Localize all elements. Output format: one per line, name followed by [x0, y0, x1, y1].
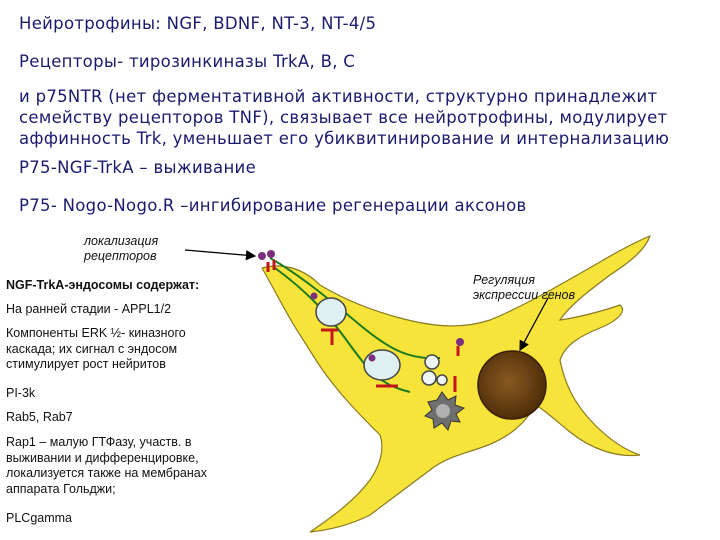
- nucleus: [477, 350, 547, 420]
- endosome-vesicle: [421, 370, 437, 386]
- gene-regulation-label: Регуляция экспрессии генов: [473, 273, 576, 302]
- axon-line: [269, 257, 441, 360]
- endosome-vesicle: [315, 297, 347, 327]
- endosome-item: PLCgamma: [6, 511, 72, 525]
- axon-line: [274, 267, 411, 393]
- golgi-icon: [424, 391, 466, 431]
- endosome-item: Rab5, Rab7: [6, 410, 73, 424]
- p75-line-1: и p75NTR (нет ферментативной активности,…: [19, 87, 658, 106]
- neurotrophins-line: Нейротрофины: NGF, BDNF, NT-3, NT-4/5: [19, 14, 377, 33]
- p75-line-2: семейству рецепторов TNF), связывает все…: [19, 108, 668, 127]
- receptors-line: Рецепторы- тирозинкиназы TrkA, B, C: [19, 52, 356, 71]
- receptor-pointer-arrow: [184, 249, 257, 261]
- endosome-item: PI-3k: [6, 386, 36, 400]
- endosomes-title: NGF-TrkA-эндосомы содержат:: [6, 278, 200, 292]
- endosome-vesicle: [424, 354, 440, 370]
- p75-line-3: аффинность Trk, уменьшает его убиквитини…: [19, 129, 670, 148]
- endosome-vesicle: [363, 349, 401, 381]
- gene-pointer-arrow: [519, 297, 549, 352]
- endosome-vesicle: [436, 374, 448, 386]
- endosome-item: На ранней стадии - APPL1/2: [6, 302, 172, 316]
- survival-line: P75-NGF-TrkA – выживание: [19, 158, 257, 177]
- nogo-line: P75- Nogo-Nogo.R –ингибирование регенера…: [19, 196, 527, 215]
- receptor-label: локализация рецепторов: [84, 234, 159, 263]
- endosome-item: Rap1 – малую ГТФазу, участв. в выживании…: [6, 435, 207, 496]
- ligand-icon: [258, 250, 464, 362]
- endosome-item: Компоненты ERK ½- киназного каскада; их …: [6, 326, 186, 371]
- receptor-icon: [266, 260, 457, 392]
